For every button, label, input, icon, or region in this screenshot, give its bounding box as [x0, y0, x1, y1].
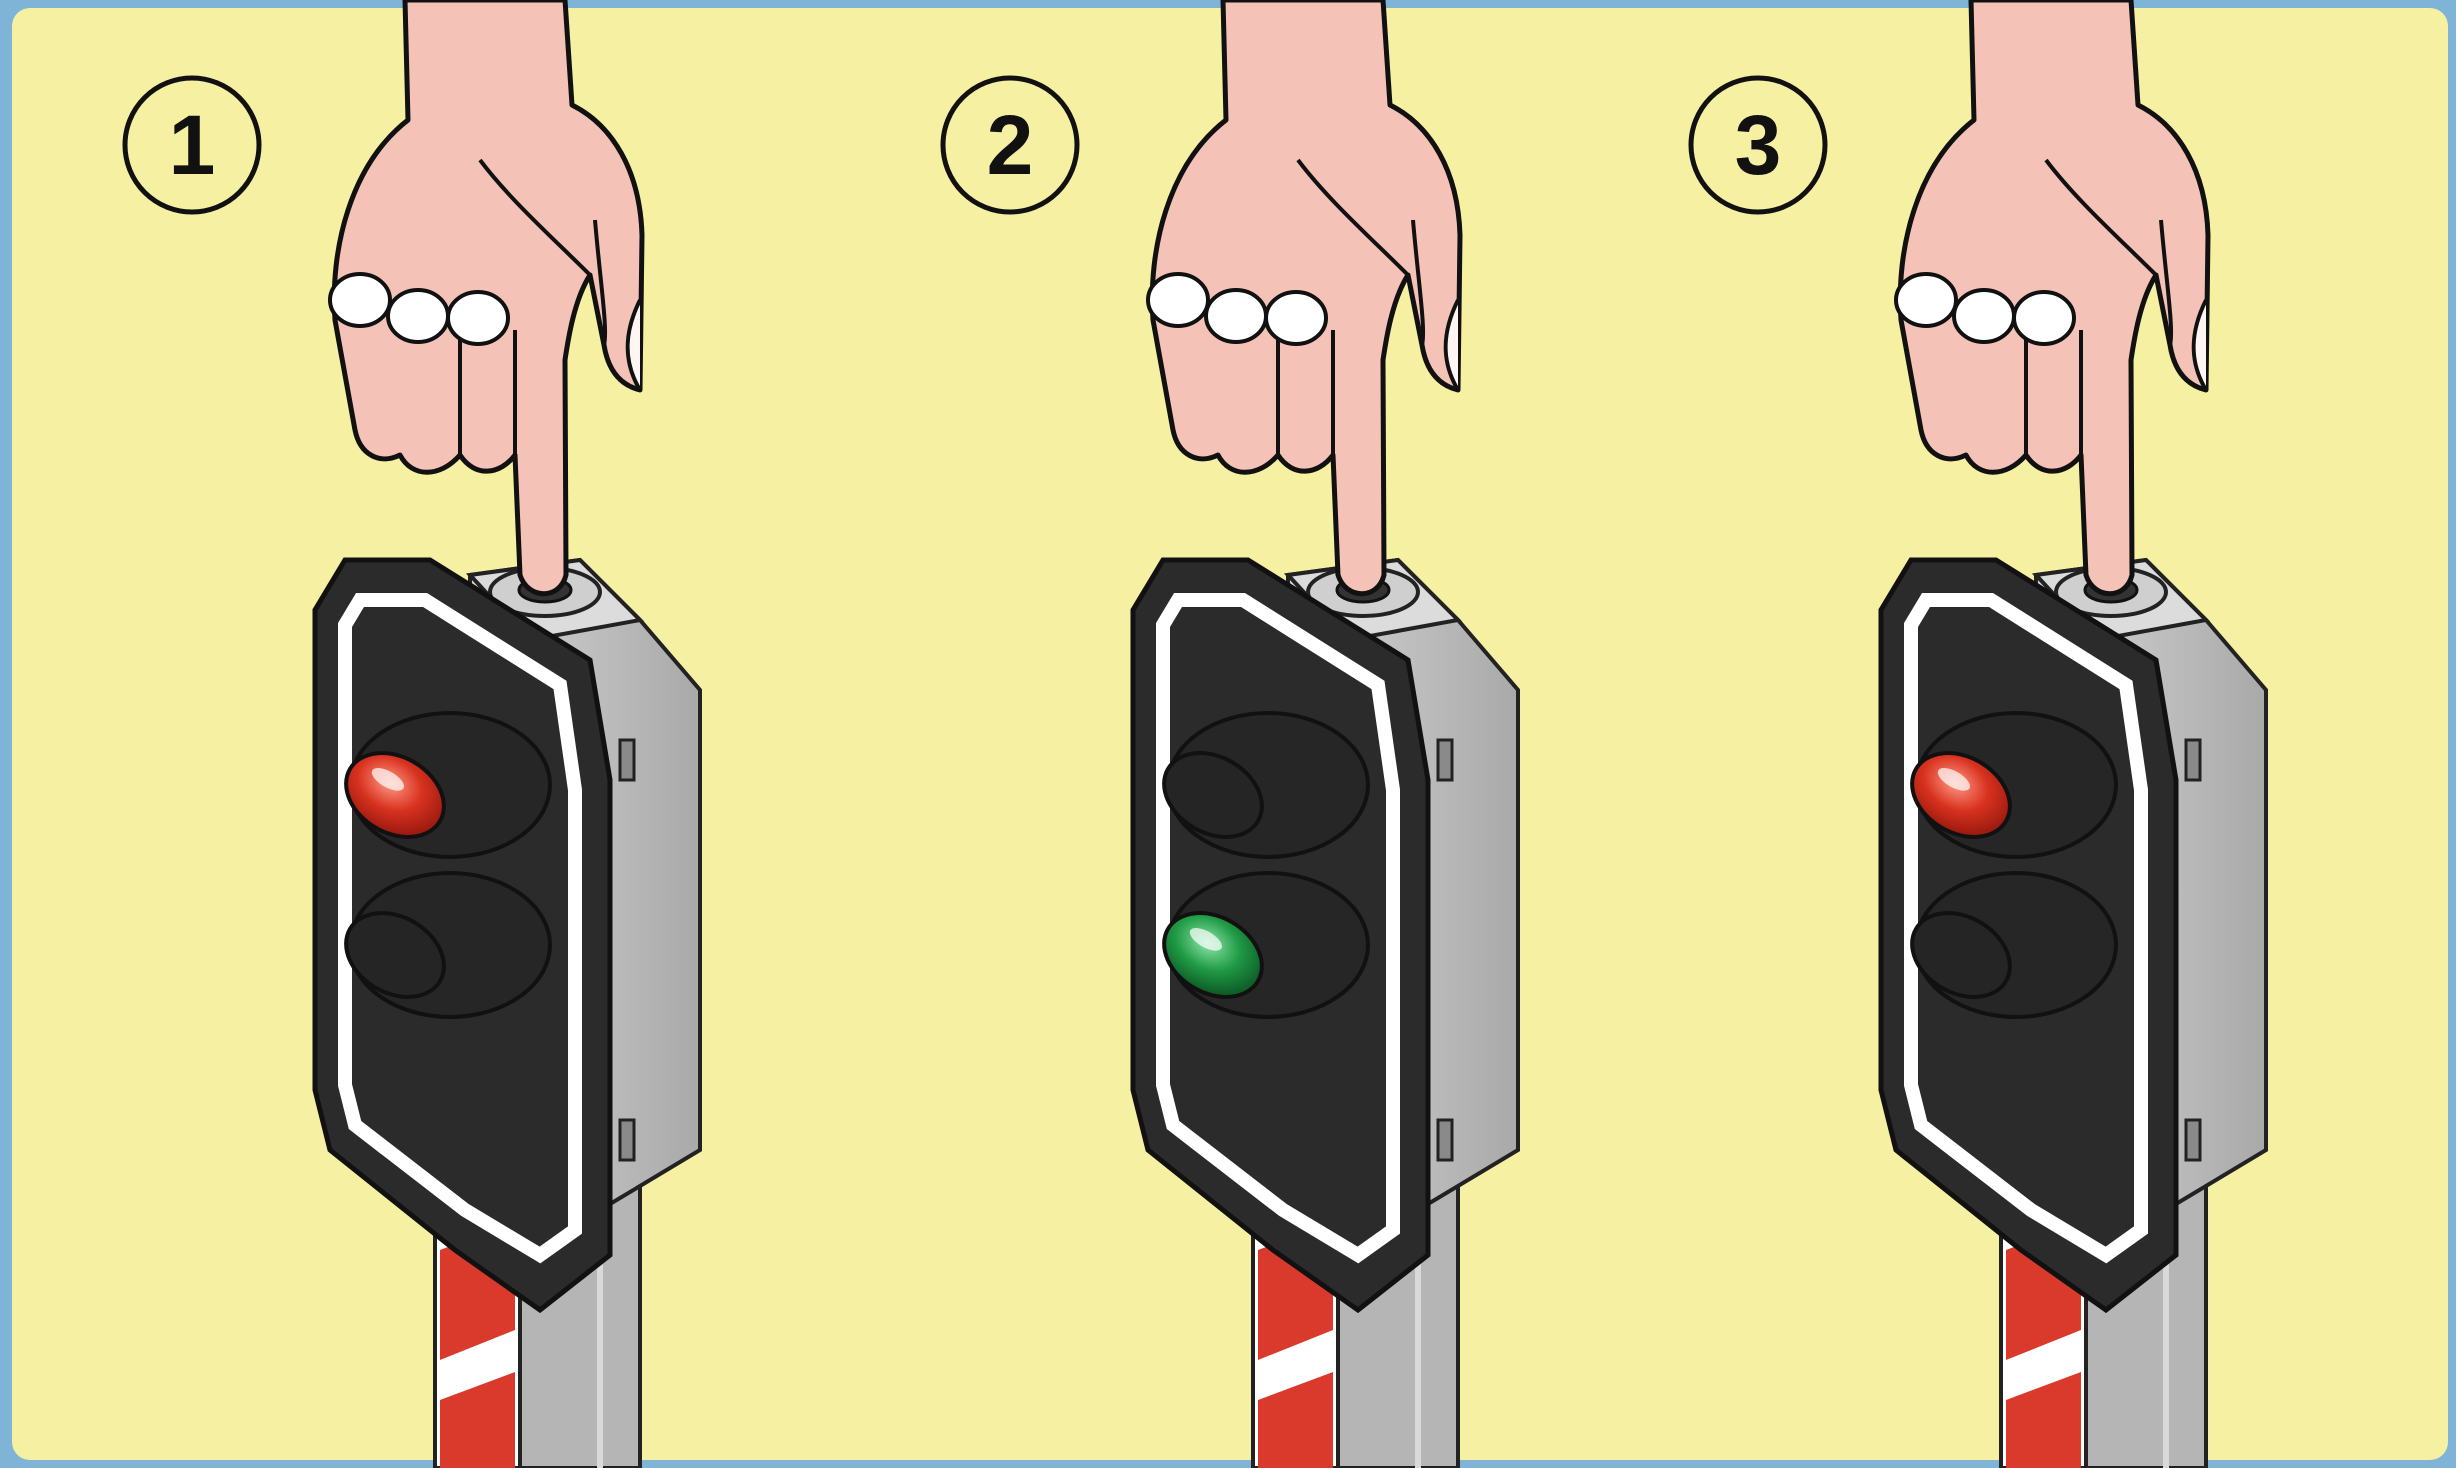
housing-latch [1438, 740, 1452, 780]
knuckle-nail [330, 274, 390, 326]
knuckle-nail [1148, 274, 1208, 326]
step-number: 1 [169, 98, 216, 192]
step-number: 3 [1735, 98, 1782, 192]
knuckle-nail [388, 290, 448, 342]
knuckle-nail [1206, 290, 1266, 342]
knuckle-nail [1954, 290, 2014, 342]
housing-latch [2186, 740, 2200, 780]
knuckle-nail [448, 292, 508, 344]
housing-latch [1438, 1120, 1452, 1160]
housing-latch [620, 740, 634, 780]
knuckle-nail [1896, 274, 1956, 326]
housing-latch [620, 1120, 634, 1160]
housing-latch [2186, 1120, 2200, 1160]
knuckle-nail [1266, 292, 1326, 344]
step-number: 2 [987, 98, 1034, 192]
knuckle-nail [2014, 292, 2074, 344]
